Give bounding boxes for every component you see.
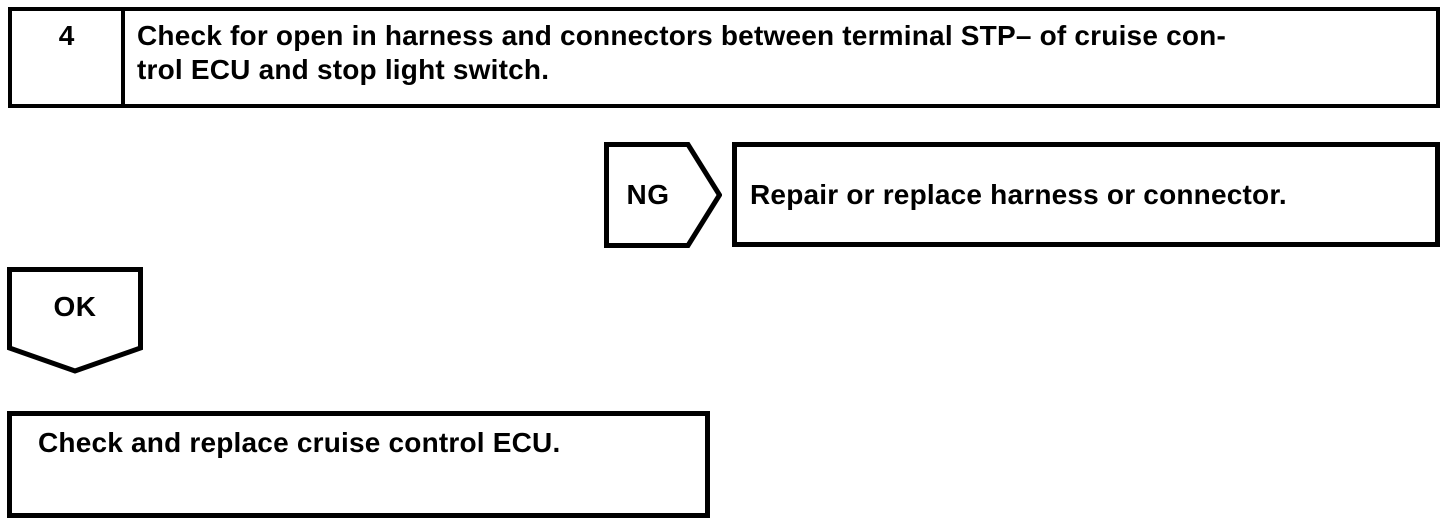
step-instruction: Check for open in harness and connectors… xyxy=(125,11,1436,104)
step-instruction-line-1: Check for open in harness and connectors… xyxy=(137,20,1226,51)
ng-label: NG xyxy=(626,179,670,210)
step-instruction-line-2: trol ECU and stop light switch. xyxy=(137,54,550,85)
step-number: 4 xyxy=(12,11,125,104)
ng-pentagon-right-icon xyxy=(604,142,722,248)
ok-connector-shape: OK xyxy=(7,267,143,374)
ok-label: OK xyxy=(53,291,97,322)
ok-result-box: Check and replace cruise control ECU. xyxy=(7,411,710,518)
ng-result-box: Repair or replace harness or connector. xyxy=(732,142,1440,247)
ng-connector-shape: NG xyxy=(604,142,722,248)
ng-action-text: Repair or replace harness or connector. xyxy=(750,178,1287,210)
ok-pentagon-down-icon xyxy=(7,267,143,374)
step-box: 4 Check for open in harness and connecto… xyxy=(8,7,1440,108)
ok-action-text: Check and replace cruise control ECU. xyxy=(38,427,561,458)
